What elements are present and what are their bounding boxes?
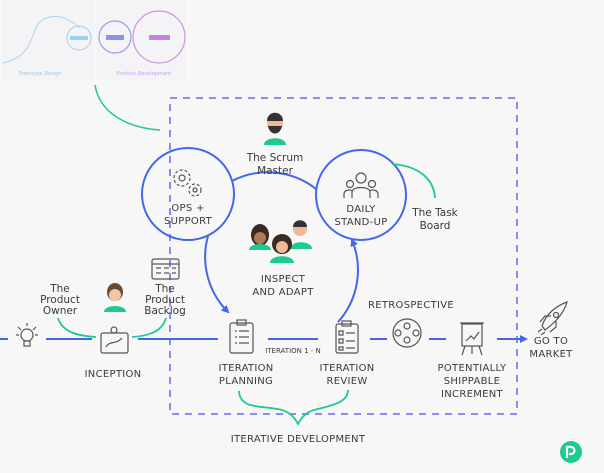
connector-curve xyxy=(94,84,161,131)
owner-label-2: Product xyxy=(40,294,80,306)
brand-logo-icon[interactable] xyxy=(560,441,582,463)
planning-label-2: PLANNING xyxy=(219,376,273,387)
task-board-label-2: Board xyxy=(420,220,451,232)
team-circle-icon xyxy=(392,318,422,348)
scrum-master-avatar xyxy=(264,112,286,145)
backlog-connector xyxy=(131,317,167,338)
owner-connector xyxy=(57,317,97,338)
inspect-label-2: AND ADAPT xyxy=(252,287,314,298)
owner-label-1: The xyxy=(49,283,70,295)
backlog-label-2: Product xyxy=(145,294,185,306)
cycle-arc-top xyxy=(231,171,317,190)
increment-label-2: SHIPPABLE xyxy=(444,376,501,387)
cycle-arc-left xyxy=(204,235,230,314)
product-owner-avatar xyxy=(104,283,126,312)
ops-label-1: OPS + xyxy=(171,203,204,214)
clipboard-icon xyxy=(229,319,254,354)
market-label-1: GO TO xyxy=(534,336,568,347)
backlog-label-3: Backlog xyxy=(144,305,186,317)
review-label-2: REVIEW xyxy=(326,376,367,387)
increment-label-3: INCREMENT xyxy=(441,389,504,400)
iteration-range-label: ITERATION 1 - N xyxy=(265,347,321,355)
cycle-arc-right xyxy=(337,238,359,323)
backlog-label-1: The xyxy=(154,283,175,295)
rocket-icon xyxy=(537,301,568,336)
lightbulb-icon xyxy=(16,323,38,347)
market-label-2: MARKET xyxy=(529,349,573,360)
planning-label-1: ITERATION xyxy=(218,363,273,374)
ops-label-2: SUPPORT xyxy=(164,216,213,227)
scrum-master-label-1: The Scrum xyxy=(246,152,304,164)
standup-label-1: DAILY xyxy=(346,204,376,215)
team-avatars xyxy=(249,220,312,263)
thumbnail-left-label: Prototype Design xyxy=(19,71,62,77)
thumbnail-preview[interactable]: Prototype Design Product Development xyxy=(2,0,186,80)
daily-standup-circle[interactable] xyxy=(315,149,407,241)
inspect-label-1: INSPECT xyxy=(261,274,306,285)
thumbnail-right-label: Product Development xyxy=(117,71,171,77)
scrum-master-label-2: Master xyxy=(257,165,294,177)
inception-label: INCEPTION xyxy=(85,369,142,380)
standup-label-2: STAND-UP xyxy=(334,217,387,228)
ops-support-circle[interactable] xyxy=(141,147,235,241)
task-board-label-1: The Task xyxy=(411,207,458,219)
group-icon xyxy=(343,172,379,198)
gears-icon xyxy=(173,169,202,197)
iteration-boundary xyxy=(169,97,518,415)
retrospective-label: RETROSPECTIVE xyxy=(368,300,454,311)
strategy-board-icon xyxy=(100,326,129,354)
calendar-icon xyxy=(151,258,180,280)
checklist-icon xyxy=(335,320,359,354)
taskboard-connector xyxy=(391,163,436,199)
iterative-bracket xyxy=(238,389,349,427)
review-label-1: ITERATION xyxy=(319,363,374,374)
easel-chart-icon xyxy=(460,322,484,356)
increment-label-1: POTENTIALLY xyxy=(438,363,508,374)
iterative-development-label: ITERATIVE DEVELOPMENT xyxy=(231,434,366,445)
owner-label-3: Owner xyxy=(43,305,78,317)
